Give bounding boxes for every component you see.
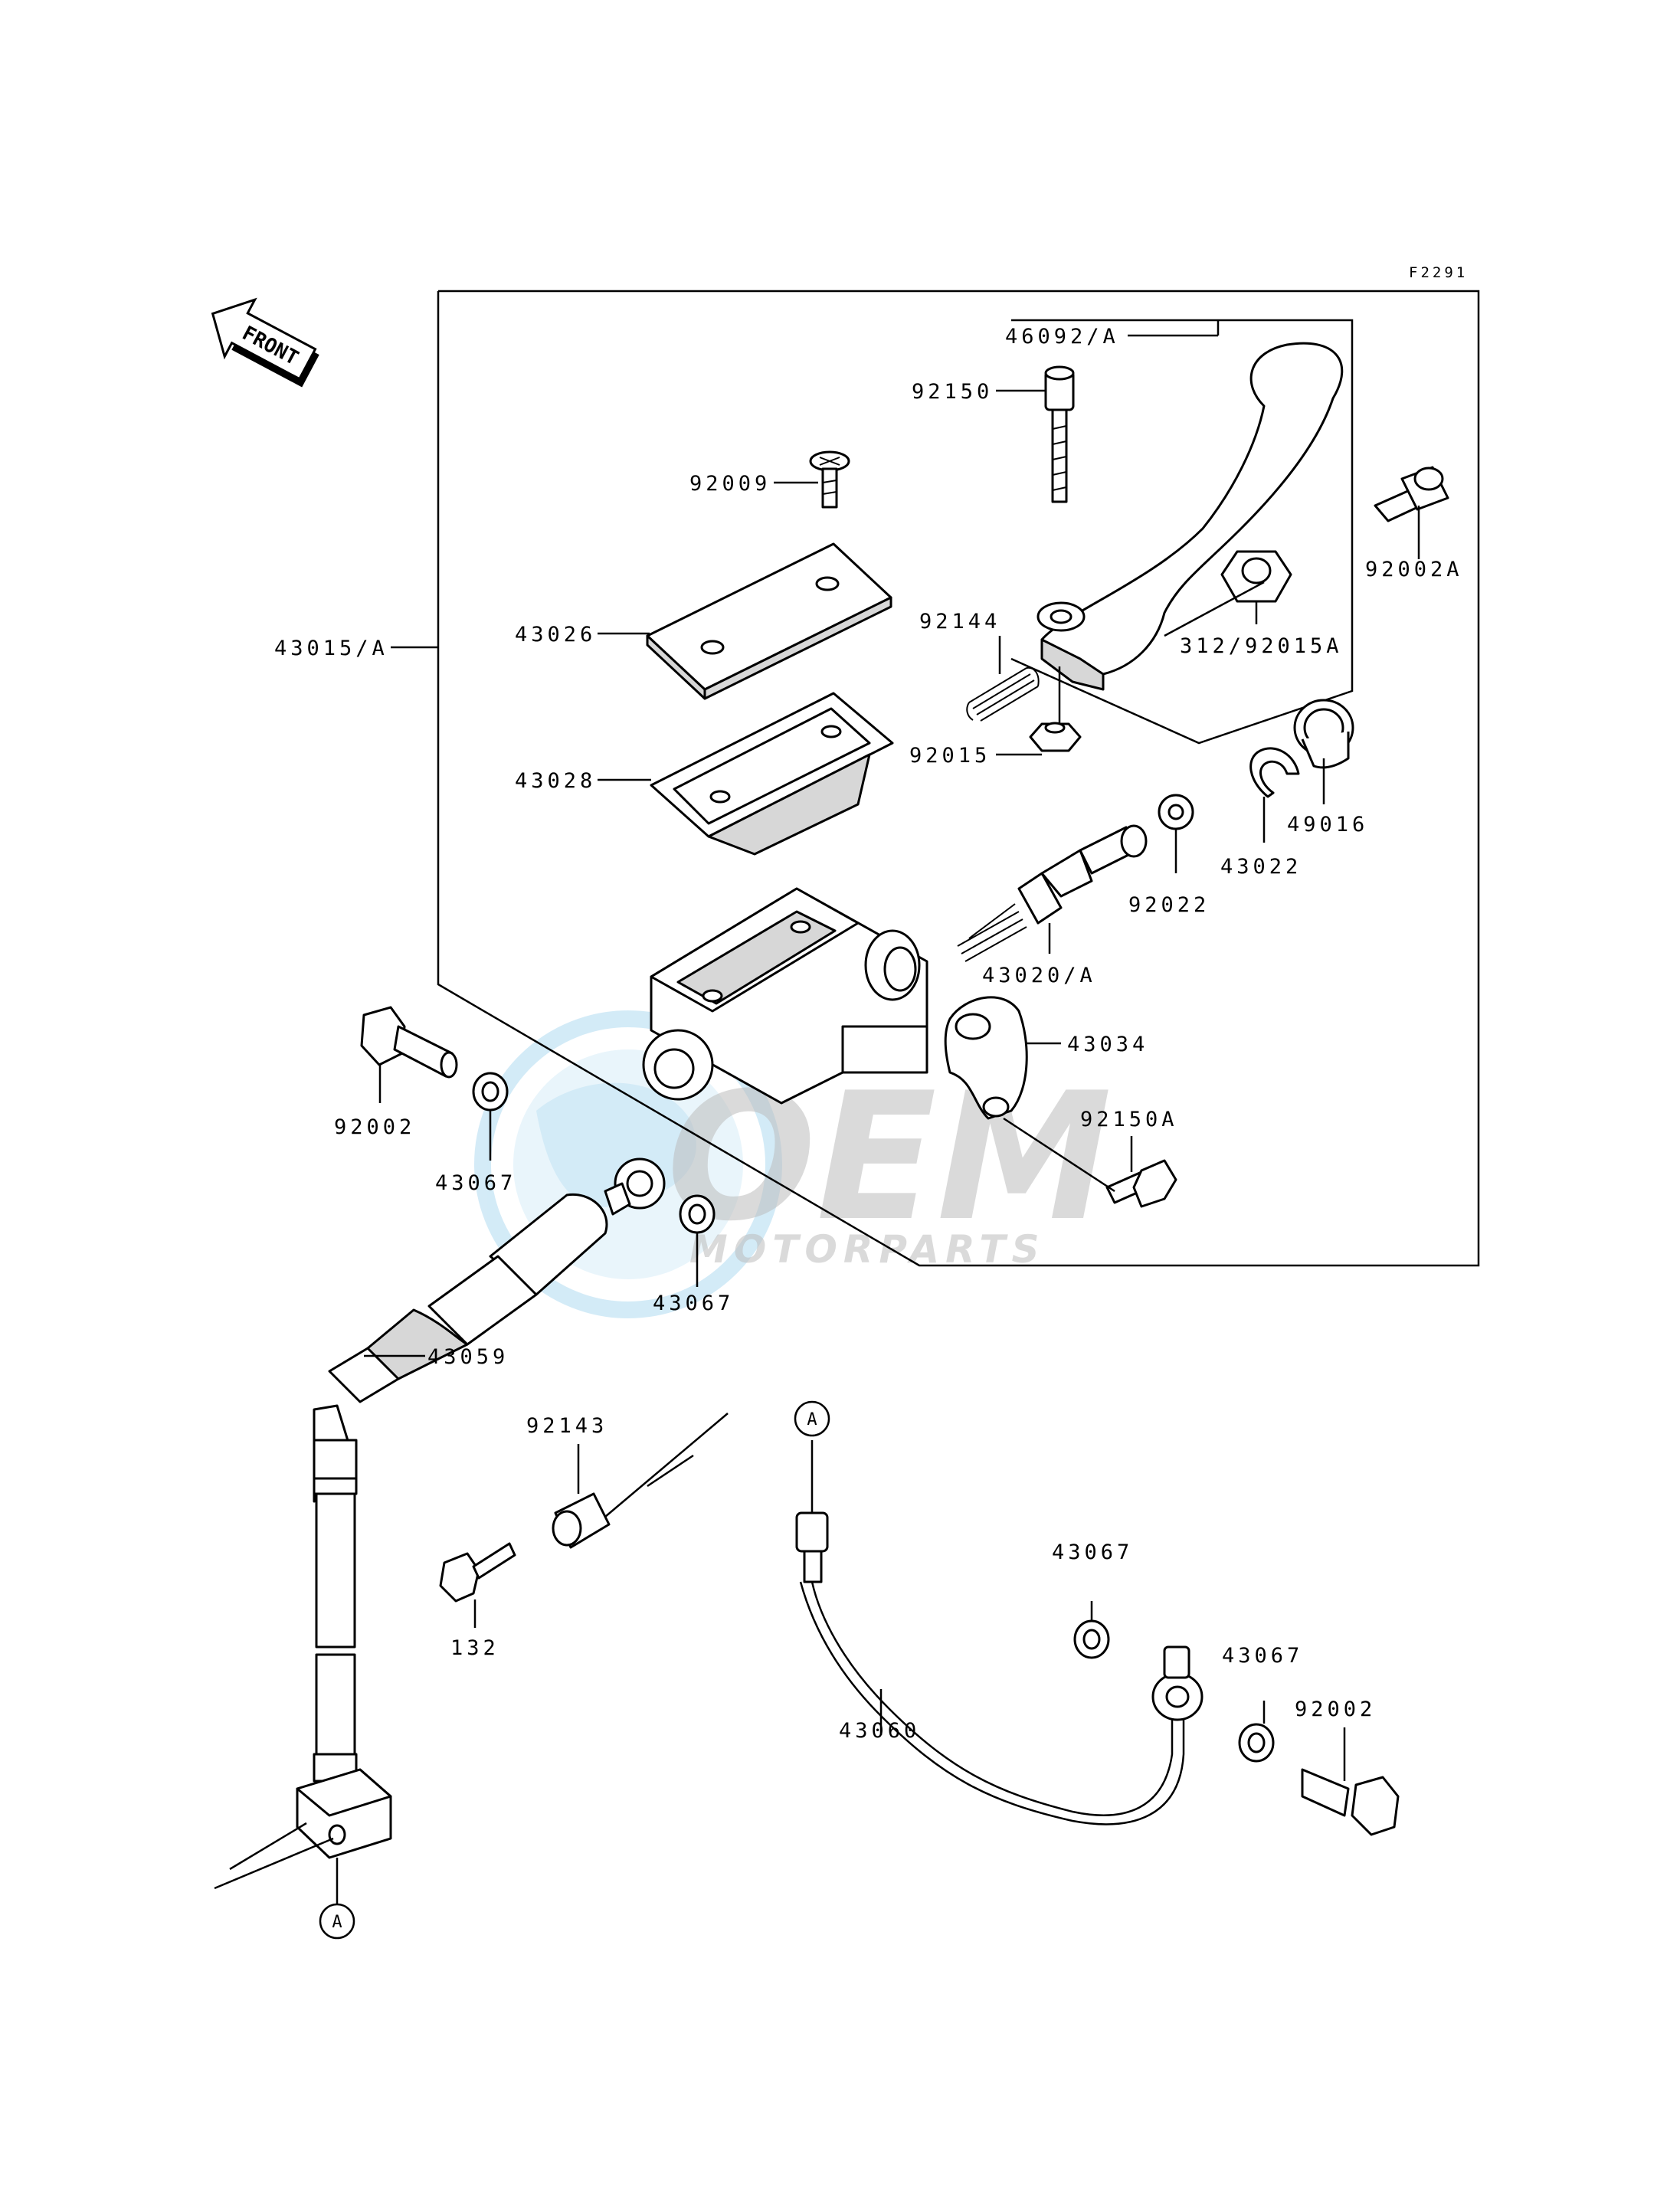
copper-washer-c (1073, 1619, 1110, 1659)
lever-nut (1029, 722, 1082, 752)
label-92150A: 92150A (1080, 1108, 1178, 1131)
part-labels: 46092/A 92150 92009 92002A 43015/A 43026… (274, 325, 1463, 1743)
label-43026: 43026 (515, 623, 596, 647)
callout-a-top: A (794, 1400, 830, 1437)
callout-a-bottom-label: A (332, 1913, 342, 1932)
label-43020A: 43020/A (982, 964, 1096, 987)
label-92002A: 92002A (1365, 558, 1463, 581)
copper-washer-b (679, 1194, 716, 1234)
label-43015A: 43015/A (274, 637, 388, 660)
label-92015: 92015 (909, 744, 991, 768)
label-43059: 43059 (427, 1345, 509, 1369)
label-43060: 43060 (839, 1719, 920, 1743)
brake-hose (296, 1157, 666, 1859)
label-92022: 92022 (1128, 893, 1210, 917)
label-43067-b: 43067 (653, 1292, 734, 1315)
label-92143: 92143 (526, 1414, 607, 1438)
label-43022: 43022 (1220, 855, 1302, 879)
reservoir-cover (646, 542, 892, 700)
hose-spacer (552, 1492, 611, 1549)
callout-a-bottom: A (319, 1903, 355, 1940)
reservoir-diaphragm (650, 692, 894, 856)
label-132: 132 (450, 1636, 499, 1660)
copper-washer-d (1238, 1723, 1275, 1763)
leader-lines (214, 320, 1420, 1904)
assembly-outline (437, 290, 1480, 1267)
brake-pipe (795, 1511, 1204, 1825)
watermark-brand: OEM (666, 1056, 1112, 1260)
brake-lever (1036, 342, 1344, 691)
label-43067-d: 43067 (1222, 1644, 1303, 1668)
front-arrow-icon: FRONT (211, 297, 319, 388)
watermark-sub: MOTORPARTS (689, 1227, 1046, 1272)
label-92009: 92009 (689, 472, 771, 496)
dust-boot (1293, 699, 1354, 769)
label-49016: 49016 (1287, 813, 1368, 837)
copper-washer-a (472, 1072, 509, 1112)
label-46092A: 46092/A (1005, 325, 1119, 349)
pivot-bolt (1044, 365, 1075, 503)
circlip (1249, 747, 1300, 798)
diagram-code: F2291 (1409, 264, 1468, 281)
master-cylinder-clamp (944, 996, 1028, 1120)
label-92002-left: 92002 (334, 1115, 415, 1139)
label-92150: 92150 (912, 380, 993, 404)
banjo-bolt-left (360, 1006, 458, 1079)
label-92144: 92144 (919, 610, 1000, 634)
cover-screw (809, 450, 850, 509)
banjo-bolt-upper-right (1374, 466, 1449, 522)
label-43034: 43034 (1067, 1033, 1148, 1056)
banjo-bolt-right (1301, 1768, 1400, 1836)
callout-a-top-label: A (807, 1410, 817, 1429)
clamp-bolt (1105, 1159, 1177, 1208)
label-43067-c: 43067 (1052, 1541, 1133, 1564)
label-312-92015A: 312/92015A (1180, 634, 1343, 658)
label-43067-a: 43067 (435, 1171, 516, 1195)
label-43028: 43028 (515, 769, 596, 793)
pivot-nut (1220, 550, 1292, 603)
mounting-bolt (439, 1542, 516, 1603)
piston-kit (957, 824, 1148, 962)
label-92002-right: 92002 (1295, 1698, 1376, 1721)
piston-washer (1158, 794, 1194, 830)
master-cylinder-body (642, 887, 928, 1105)
lever-spring (966, 666, 1040, 722)
